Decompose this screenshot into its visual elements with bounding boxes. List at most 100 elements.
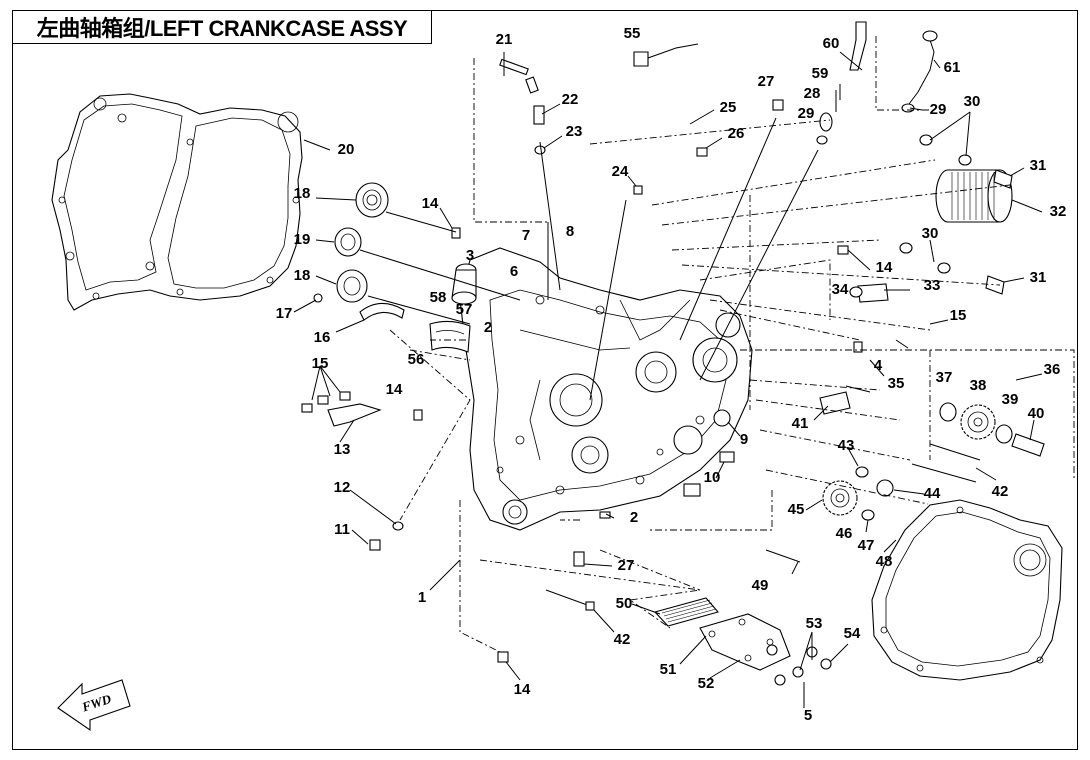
callout-57: 57 (456, 301, 473, 318)
callout-28: 28 (804, 85, 821, 102)
oil-pipe-60 (849, 21, 867, 71)
callout-29b: 29 (798, 105, 815, 122)
callout-12: 12 (334, 479, 351, 496)
callout-27a: 27 (758, 73, 775, 90)
callout-56: 56 (408, 351, 425, 368)
diagram-title: 左曲轴箱组/LEFT CRANKCASE ASSY (12, 10, 432, 44)
callout-10: 10 (704, 469, 721, 486)
callout-16: 16 (314, 329, 331, 346)
callout-38: 38 (970, 377, 987, 394)
callout-2a: 2 (484, 319, 492, 336)
gear-45 (822, 480, 858, 516)
callout-18a: 18 (294, 185, 311, 202)
callout-14c: 14 (386, 381, 403, 398)
callout-42a: 42 (992, 483, 1009, 500)
callout-8: 8 (566, 223, 574, 240)
callout-61: 61 (944, 59, 961, 76)
callout-42b: 42 (614, 631, 631, 648)
callout-40: 40 (1028, 405, 1045, 422)
sensor-55 (633, 43, 699, 67)
callout-14a: 14 (422, 195, 439, 212)
washer-46 (861, 509, 875, 521)
callout-6: 6 (510, 263, 518, 280)
callout-23: 23 (566, 123, 583, 140)
callout-26: 26 (728, 125, 745, 142)
callout-leaders (293, 51, 1043, 708)
callout-50: 50 (616, 595, 633, 612)
callout-48: 48 (876, 553, 893, 570)
callout-11: 11 (334, 521, 350, 538)
callout-17: 17 (276, 305, 293, 322)
callout-53: 53 (806, 615, 823, 632)
plate-51 (699, 613, 791, 671)
dipstick-61 (905, 39, 935, 109)
washer-43 (855, 466, 869, 478)
callout-32: 32 (1050, 203, 1067, 220)
callout-43: 43 (838, 437, 855, 454)
callout-20: 20 (338, 141, 355, 158)
callout-22: 22 (562, 91, 579, 108)
callout-21: 21 (496, 31, 513, 48)
callout-29a: 29 (930, 101, 947, 118)
callout-31b: 31 (1030, 269, 1047, 286)
callout-52: 52 (698, 675, 715, 692)
shaft-40 (1011, 433, 1045, 457)
callout-19: 19 (294, 231, 311, 248)
callout-58: 58 (430, 289, 447, 306)
callout-46: 46 (836, 525, 853, 542)
dashed-guides (359, 36, 1075, 653)
drawing-frame (12, 10, 1078, 750)
gasket-48 (871, 499, 1063, 681)
callout-3: 3 (466, 247, 474, 264)
callout-47: 47 (858, 537, 875, 554)
callout-33: 33 (924, 277, 941, 294)
callout-2b: 2 (630, 509, 638, 526)
dipstick-cap (922, 30, 938, 42)
callout-37: 37 (936, 369, 953, 386)
small-parts (301, 58, 1013, 686)
callout-34: 34 (832, 281, 849, 298)
callout-60: 60 (823, 35, 840, 52)
strainer-50 (653, 597, 719, 627)
oil-filter-32 (935, 169, 1013, 223)
callout-39: 39 (1002, 391, 1019, 408)
callout-1: 1 (418, 589, 426, 606)
callout-30a: 30 (964, 93, 981, 110)
callout-51: 51 (660, 661, 677, 678)
gasket-20 (51, 93, 303, 311)
callout-54: 54 (844, 625, 861, 642)
callout-15b: 15 (312, 355, 329, 372)
callout-24: 24 (612, 163, 629, 180)
callout-4: 4 (874, 357, 883, 374)
washer-39 (995, 424, 1013, 444)
callout-labels: 21 22 23 55 60 61 59 28 29 29 30 31 27 2… (276, 25, 1067, 724)
callout-13: 13 (334, 441, 351, 458)
callout-59: 59 (812, 65, 829, 82)
callout-15a: 15 (950, 307, 967, 324)
callout-45: 45 (788, 501, 805, 518)
callout-41: 41 (792, 415, 809, 432)
callout-25: 25 (720, 99, 737, 116)
callout-7: 7 (522, 227, 530, 244)
bushing-56 (429, 320, 471, 353)
bearing-18-lower (336, 269, 368, 303)
callout-44: 44 (924, 485, 941, 502)
callout-49: 49 (752, 577, 769, 594)
callout-55: 55 (624, 25, 641, 42)
callout-36: 36 (1044, 361, 1061, 378)
callout-27b: 27 (618, 557, 635, 574)
callout-14d: 14 (514, 681, 531, 698)
callout-18b: 18 (294, 267, 311, 284)
gear-38 (960, 404, 996, 440)
callout-35: 35 (888, 375, 905, 392)
callout-31a: 31 (1030, 157, 1047, 174)
callout-14b: 14 (876, 259, 893, 276)
bearing-18-upper (355, 182, 389, 218)
fwd-arrow-icon: FWD (57, 679, 131, 732)
bearing-19 (334, 227, 362, 257)
callout-5: 5 (804, 707, 812, 724)
callout-9: 9 (740, 431, 748, 448)
callout-30b: 30 (922, 225, 939, 242)
